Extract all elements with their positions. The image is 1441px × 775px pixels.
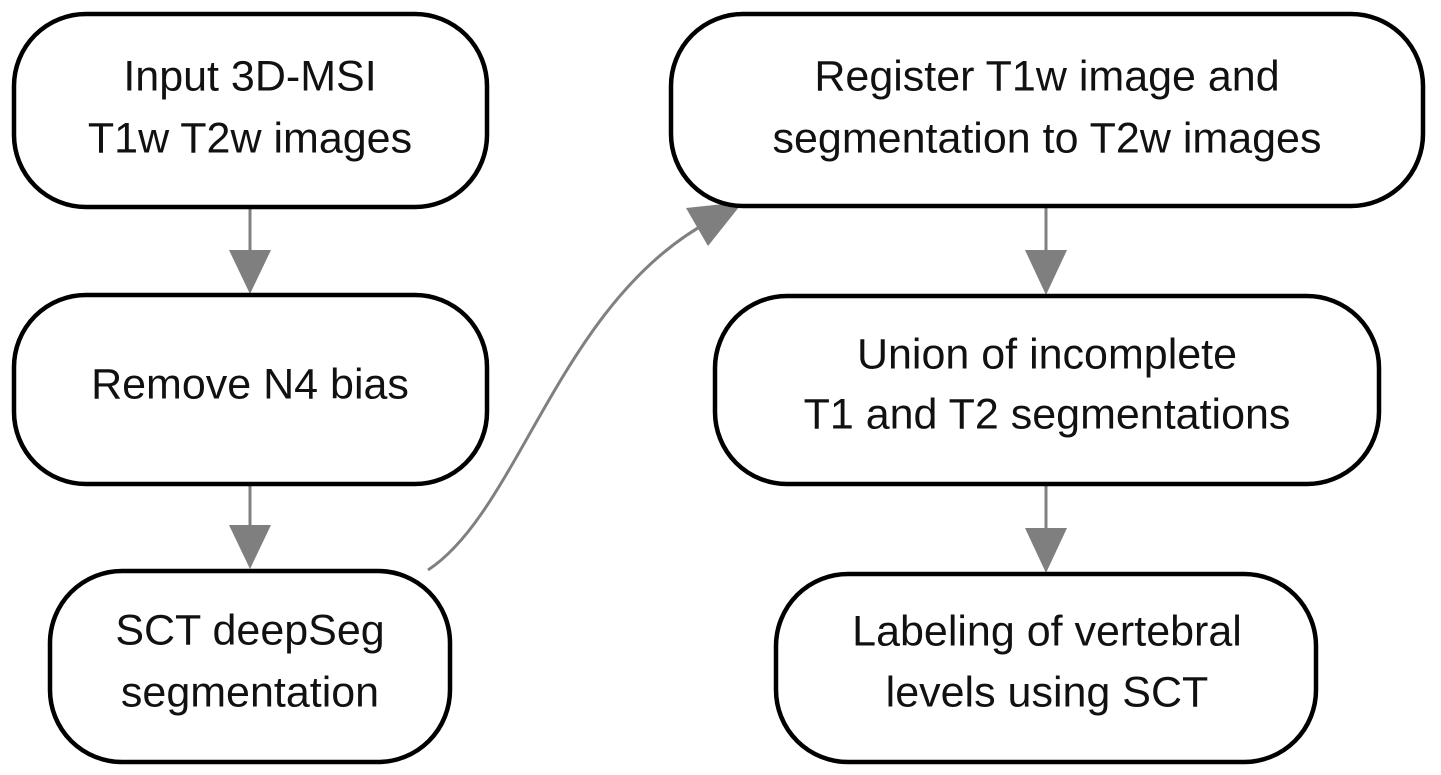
edges	[229, 202, 1067, 573]
edge-deepseg-to-register	[427, 202, 743, 572]
node-union-line-1: Union of incomplete	[857, 330, 1237, 378]
node-register-line-1: Register T1w image and	[814, 52, 1279, 100]
edge-input-to-n4	[229, 208, 271, 294]
node-deepseg-line-2: segmentation	[121, 668, 379, 716]
edge-register-to-union	[1025, 207, 1067, 295]
node-labeling-line-2: levels using SCT	[886, 668, 1209, 716]
edge-union-to-labeling	[1025, 484, 1067, 573]
node-n4-line-1: Remove N4 bias	[91, 360, 409, 408]
edge-n4-to-deepseg	[229, 485, 271, 569]
node-input-line-2: T1w T2w images	[88, 114, 412, 162]
node-labeling: Labeling of vertebral levels using SCT	[773, 571, 1319, 765]
node-union: Union of incomplete T1 and T2 segmentati…	[712, 293, 1382, 487]
node-union-line-2: T1 and T2 segmentations	[804, 390, 1291, 438]
node-sct-deepseg: SCT deepSeg segmentation	[47, 568, 453, 765]
node-register-line-2: segmentation to T2w images	[773, 114, 1322, 162]
node-input-line-1: Input 3D-MSI	[123, 52, 376, 100]
node-labeling-line-1: Labeling of vertebral	[852, 607, 1242, 655]
node-deepseg-line-1: SCT deepSeg	[115, 606, 384, 654]
node-remove-n4-bias: Remove N4 bias	[11, 292, 490, 487]
node-register: Register T1w image and segmentation to T…	[668, 11, 1426, 209]
node-input: Input 3D-MSI T1w T2w images	[11, 11, 490, 210]
